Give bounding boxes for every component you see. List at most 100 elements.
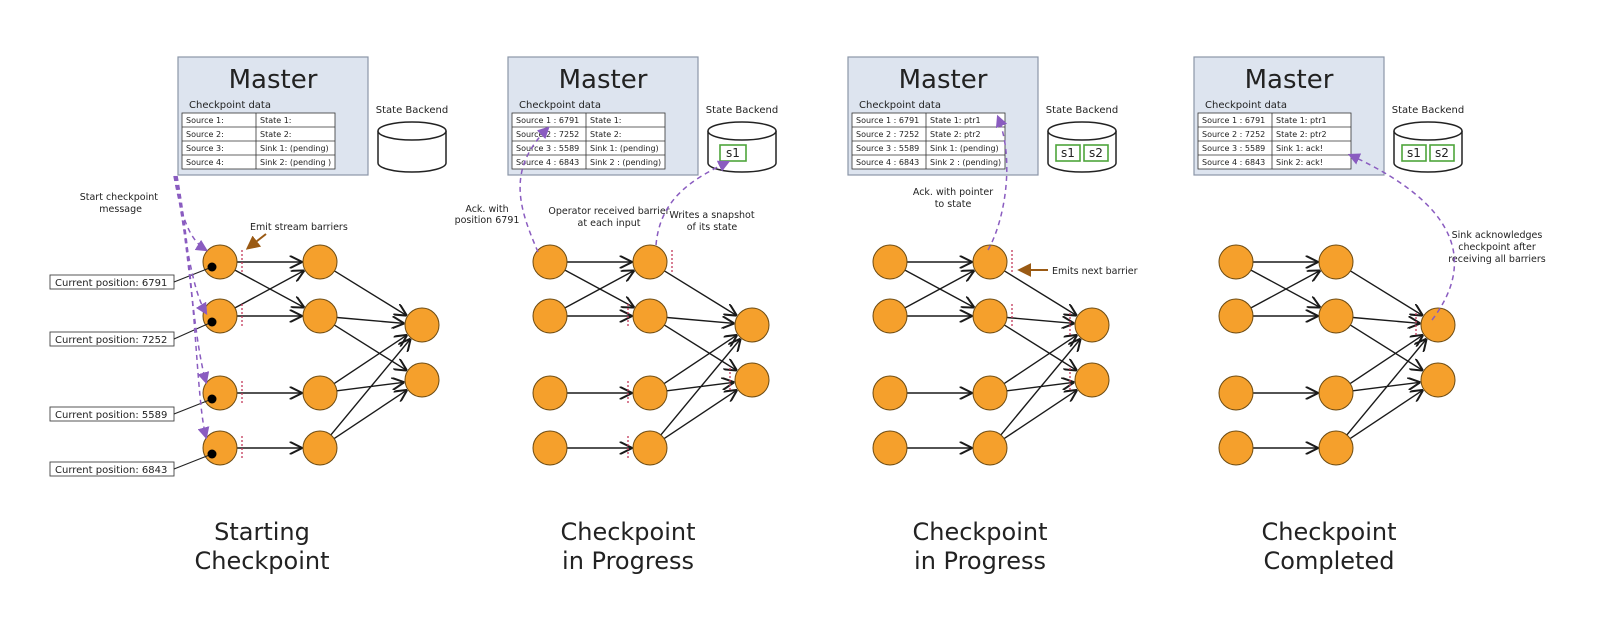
panel-caption: in Progress (562, 547, 694, 575)
operator-node (1218, 430, 1254, 466)
panel-checkpoint-in-progress-2: Master Checkpoint data Source 1 : 6791 S… (847, 56, 1118, 575)
table-cell: Source 3 : 5589 (1202, 144, 1265, 153)
stream-edge (564, 269, 633, 307)
stream-edge (564, 271, 633, 309)
operator-node (632, 375, 668, 411)
state-backend-label: State Backend (706, 105, 778, 116)
position-label: Current position: 7252 (55, 335, 167, 346)
stream-edge (334, 270, 405, 315)
operator-node (632, 298, 668, 334)
position-label: Current position: 5589 (55, 410, 167, 421)
stream-edge (334, 324, 406, 370)
annotation-writes-snapshot: Writes a snapshot (669, 210, 754, 221)
operator-node (1318, 375, 1354, 411)
panel-caption: Checkpoint (194, 547, 329, 575)
table-cell: Source 4 : 6843 (856, 158, 919, 167)
snapshot-s1: s1 (719, 144, 747, 162)
table-cell: State 2: (590, 130, 622, 139)
table-cell: Source 1 : 6791 (516, 116, 579, 125)
table-cell: Sink 2: ack! (1276, 158, 1323, 167)
operator-node (202, 375, 238, 411)
panel-checkpoint-in-progress-1: Master Checkpoint data Source 1 : 6791 S… (507, 56, 778, 575)
master-title: Master (229, 65, 318, 95)
master-title: Master (1245, 65, 1334, 95)
table-cell: Source 4 : 6843 (516, 158, 579, 167)
network-panel-1 (202, 244, 440, 466)
stream-edge (1004, 270, 1075, 315)
checkpoint-data-label: Checkpoint data (189, 100, 271, 111)
operator-node (1318, 244, 1354, 280)
table-cell: State 2: ptr2 (1276, 130, 1327, 139)
annotation-operator-barrier: at each input (578, 218, 641, 229)
operator-node (532, 375, 568, 411)
annotation-start-checkpoint: message (99, 204, 142, 215)
writes-snapshot-arrow (655, 160, 731, 246)
operator-node (734, 307, 770, 343)
operator-node (872, 430, 908, 466)
stream-edge (660, 340, 740, 436)
stream-edge (1006, 317, 1073, 323)
dataflow-networks (202, 244, 1456, 466)
svg-text:s1: s1 (1407, 146, 1421, 160)
operator-node (734, 362, 770, 398)
table-cell: State 2: ptr2 (930, 130, 981, 139)
stream-edge (1352, 317, 1419, 323)
panel-caption: Checkpoint (1261, 518, 1396, 546)
stream-edge (1004, 324, 1076, 370)
ack-position-arrow (519, 126, 550, 253)
snapshot-s1: s1 (1055, 144, 1081, 162)
table-cell: State 1: ptr1 (1276, 116, 1327, 125)
panel-caption: Starting (214, 518, 310, 546)
table-cell: Sink 2 : (pending) (590, 158, 661, 167)
annotation-emit-barriers: Emit stream barriers (250, 222, 348, 233)
table-cell: Sink 1: (pending) (930, 144, 999, 153)
state-backend-cylinder (377, 121, 447, 173)
table-cell: Sink 1: (pending) (590, 144, 659, 153)
stream-edge (904, 269, 973, 307)
table-cell: Source 2: (186, 130, 224, 139)
stream-edge (1346, 340, 1426, 436)
table-cell: State 2: (260, 130, 292, 139)
operator-node (404, 307, 440, 343)
stream-edge (1003, 336, 1076, 385)
table-cell: Sink 2: (pending ) (260, 158, 331, 167)
table-cell: State 1: (260, 116, 292, 125)
stream-edge (1003, 391, 1076, 440)
panel-caption: Checkpoint (912, 518, 1047, 546)
stream-edge (1000, 340, 1080, 436)
state-backend-label: State Backend (1046, 105, 1118, 116)
stream-edge (664, 324, 736, 370)
table-cell: Source 4 : 6843 (1202, 158, 1265, 167)
annotation-sink-ack: Sink acknowledges (1452, 230, 1543, 241)
network-panel-4 (1218, 244, 1456, 466)
network-panel-3 (872, 244, 1110, 466)
svg-text:s2: s2 (1089, 146, 1103, 160)
table-cell: Source 1 : 6791 (856, 116, 919, 125)
stream-edge (1350, 270, 1421, 315)
sink-ack-arrow (1347, 153, 1456, 321)
operator-node (1218, 298, 1254, 334)
stream-edge (333, 336, 406, 385)
stream-edge (663, 336, 736, 385)
table-cell: Source 3: (186, 144, 224, 153)
annotation-writes-snapshot: of its state (687, 222, 738, 233)
operator-node (1218, 375, 1254, 411)
operator-node (202, 430, 238, 466)
stream-edge (336, 317, 403, 323)
operator-node (1318, 430, 1354, 466)
operator-node (1074, 307, 1110, 343)
snapshot-s2: s2 (1429, 144, 1455, 162)
annotation-ack-position: Ack. with (465, 204, 508, 215)
annotation-ack-pointer: Ack. with pointer (913, 187, 993, 198)
table-cell: Source 1 : 6791 (1202, 116, 1265, 125)
operator-node (1318, 298, 1354, 334)
annotation-sink-ack: receiving all barriers (1448, 254, 1546, 265)
table-cell: State 1: (590, 116, 622, 125)
operator-node (1218, 244, 1254, 280)
annotation-emits-next: Emits next barrier (1052, 266, 1138, 277)
table-cell: Source 3 : 5589 (516, 144, 579, 153)
annotation-start-checkpoint: Start checkpoint (80, 192, 159, 203)
panel-caption: Checkpoint (560, 518, 695, 546)
stream-edge (1250, 271, 1319, 309)
